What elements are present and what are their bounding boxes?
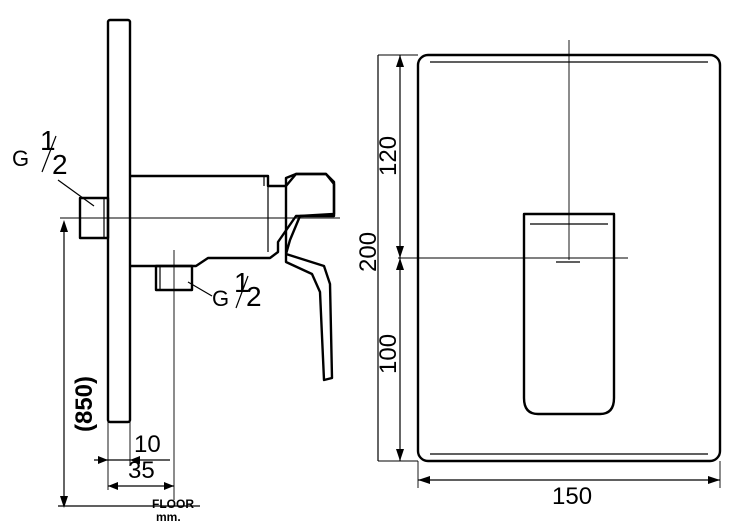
- thread-top-den: 2: [52, 149, 68, 180]
- wall-plate: [106, 18, 132, 424]
- handle-front: [522, 212, 616, 416]
- depth10-arrow-left: [98, 456, 108, 464]
- front-view: 120 200 100 150: [355, 40, 722, 510]
- floor-label: FLOOR: [152, 497, 194, 511]
- thread-bottom-leader: [187, 281, 213, 297]
- thread-top-g: G: [12, 146, 29, 171]
- lever-handle: [284, 172, 336, 382]
- depth10-label: 10: [134, 431, 161, 458]
- dim-150-arrow-right: [708, 476, 720, 484]
- dim-mid-arrow-down: [396, 258, 404, 270]
- dim-100-label: 100: [375, 334, 402, 374]
- dim-200-arrow-bottom: [396, 449, 404, 461]
- depth10-arrow-right: [130, 456, 140, 464]
- depth35-arrow-left: [108, 482, 118, 490]
- dim-200-arrow-top: [396, 55, 404, 67]
- thread-bottom-slash: [235, 275, 249, 309]
- thread-top-slash: [41, 135, 57, 173]
- dim-200-label: 200: [355, 232, 382, 272]
- side-view: G 1 2 G 1 2 (850) 10 35 FLOOR mm.: [12, 18, 340, 524]
- floor-unit: mm.: [156, 510, 181, 524]
- thread-bottom-num: 1: [234, 267, 250, 298]
- dim-150-label: 150: [552, 483, 592, 510]
- thread-bottom-g: G: [212, 286, 229, 311]
- thread-bottom-den: 2: [246, 281, 262, 312]
- thread-top-leader: [57, 179, 95, 207]
- height-dim-arrow-bottom: [60, 496, 68, 508]
- height-dim-label: (850): [71, 376, 98, 432]
- height-dim-arrow-top: [60, 220, 68, 232]
- valve-body: [130, 172, 336, 268]
- dim-mid-arrow-up: [396, 246, 404, 258]
- depth35-arrow-right: [164, 482, 174, 490]
- dim-150-arrow-left: [418, 476, 430, 484]
- depth35-label: 35: [128, 457, 155, 484]
- dim-120-label: 120: [375, 136, 402, 176]
